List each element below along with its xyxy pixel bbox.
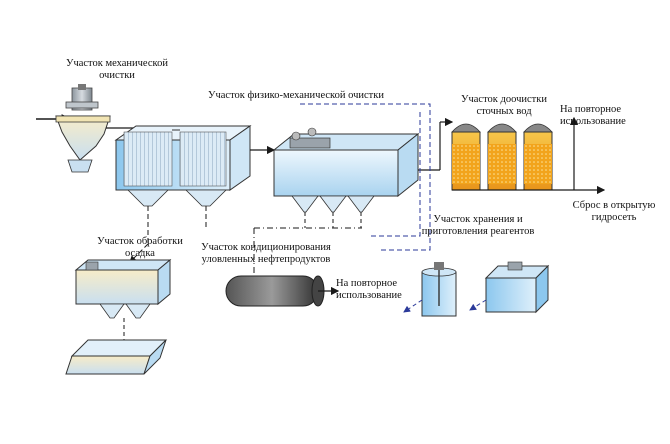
label-discharge: Сброс в открытую гидросеть (572, 200, 656, 223)
sludge-treatment-unit (65, 230, 172, 375)
label-reuse-top: На повторное использование (560, 104, 626, 127)
lamella-settlers (114, 125, 276, 230)
filter-2 (487, 123, 517, 191)
label-post-treatment: Участок доочистки сточных вод (461, 94, 547, 117)
flotation-unit (272, 117, 454, 228)
oil-conditioning-unit (225, 227, 362, 307)
filter-3 (523, 123, 553, 191)
reagent-lines (300, 103, 431, 251)
label-oil-conditioning: Участок кондиционирования уловленных неф… (201, 242, 331, 265)
post-treatment-filters (451, 116, 606, 195)
filter-1 (451, 123, 481, 191)
reagent-storage-unit (403, 261, 550, 317)
label-mechanical-cleaning: Участок механической очистки (66, 58, 168, 81)
mechanical-cleaning-unit (36, 84, 140, 173)
label-reagents: Участок хранения и приготовления реагент… (421, 214, 535, 237)
label-reuse-mid: На повторное использование (336, 278, 402, 301)
label-physmech-cleaning: Участок физико-механической очистки (208, 90, 384, 101)
label-sludge-treatment: Участок обработки осадка (97, 236, 183, 259)
